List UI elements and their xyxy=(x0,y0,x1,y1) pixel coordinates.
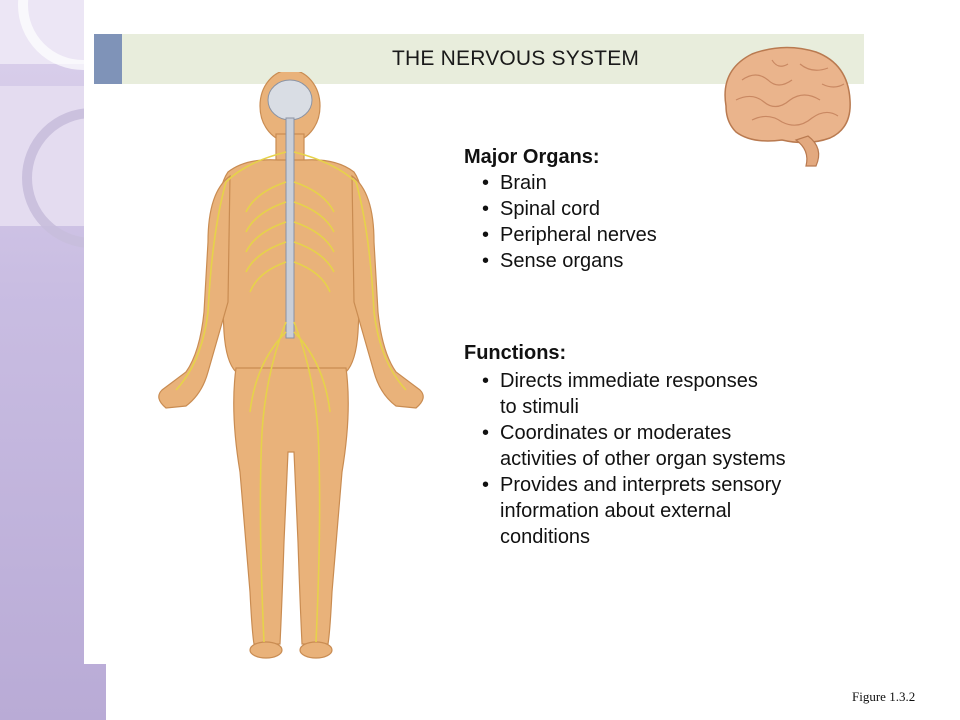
slide-title: THE NERVOUS SYSTEM xyxy=(392,47,640,70)
list-item: Directs immediate responses to stimuli xyxy=(482,368,786,420)
function-line: conditions xyxy=(500,526,591,548)
function-line: activities of other organ systems xyxy=(500,448,786,470)
function-line: to stimuli xyxy=(500,396,579,418)
major-organs-list: Brain Spinal cord Peripheral nerves Sens… xyxy=(482,170,657,274)
human-body-icon xyxy=(158,72,424,659)
function-line: information about external xyxy=(500,500,732,522)
list-item: Sense organs xyxy=(482,248,657,274)
list-item: Spinal cord xyxy=(482,196,657,222)
list-item: Peripheral nerves xyxy=(482,222,657,248)
major-organs-heading: Major Organs: xyxy=(464,146,600,168)
function-line: Directs immediate responses xyxy=(500,370,758,392)
list-item: Brain xyxy=(482,170,657,196)
list-item: Provides and interprets sensory informat… xyxy=(482,472,786,550)
title-accent xyxy=(94,34,122,84)
figure-panel: THE NERVOUS SYSTEM xyxy=(84,0,866,664)
figure-caption: Figure 1.3.2 xyxy=(852,689,916,704)
list-item: Coordinates or moderates activities of o… xyxy=(482,420,786,472)
function-line: Provides and interprets sensory xyxy=(500,474,782,496)
functions-list: Directs immediate responses to stimuli C… xyxy=(482,368,786,550)
functions-heading: Functions: xyxy=(464,342,567,364)
function-line: Coordinates or moderates xyxy=(500,422,732,444)
brain-icon xyxy=(724,46,851,167)
